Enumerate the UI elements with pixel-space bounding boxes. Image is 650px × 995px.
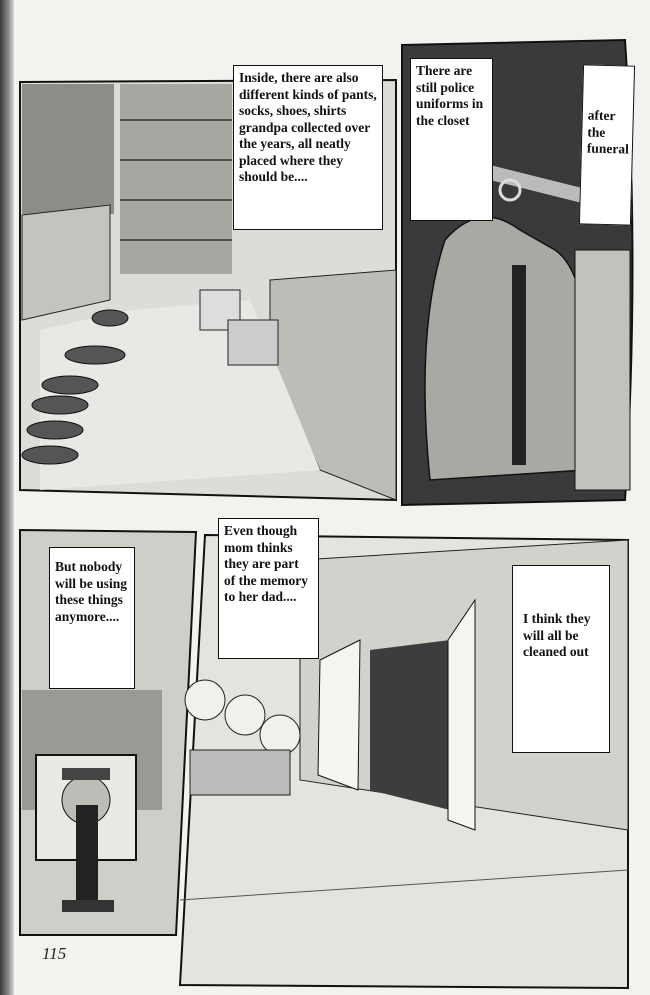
caption-nobody-using: But nobody will be using these things an… (49, 547, 135, 689)
caption-cleaned-out: I think they will all be cleaned out (512, 565, 610, 753)
caption-closet-contents: Inside, there are also different kinds o… (233, 65, 383, 230)
caption-mom-thinks: Even though mom thinks they are part of … (218, 518, 319, 659)
page-number: 115 (42, 944, 67, 963)
caption-after-funeral: after the funeral (578, 64, 636, 226)
book-binding-edge (0, 0, 14, 995)
caption-police-uniforms: There are still police uniforms in the c… (410, 58, 493, 221)
